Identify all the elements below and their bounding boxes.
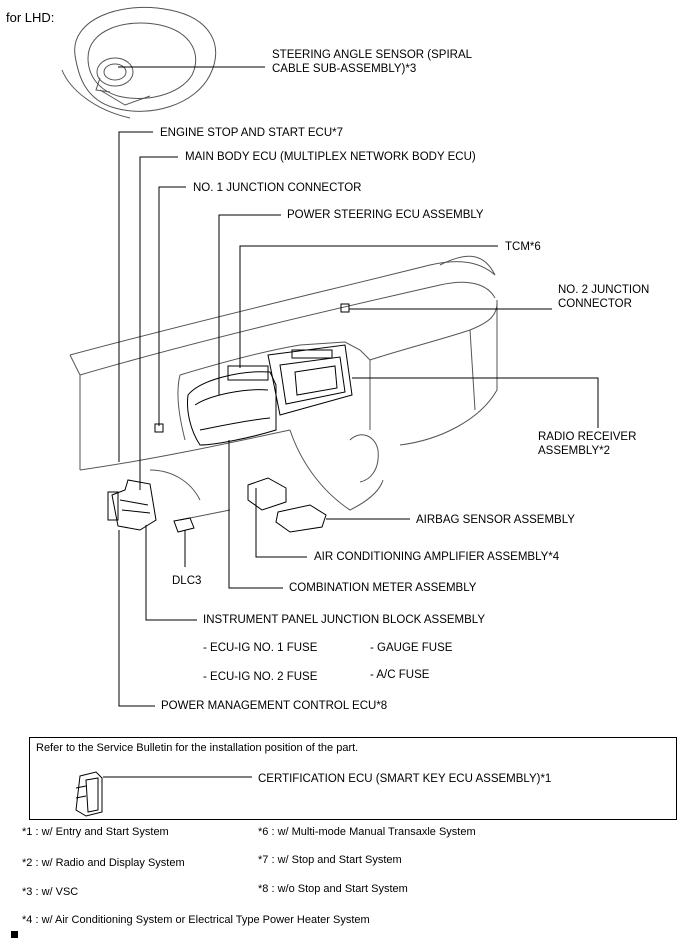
dlc3-drawing (173, 517, 195, 533)
footnote-2: *2 : w/ Radio and Display System (22, 857, 185, 869)
steering-wheel-drawing (61, 6, 217, 119)
label-tcm: TCM*6 (505, 241, 541, 253)
leader-lines (103, 66, 599, 778)
ac-amplifier-drawing (247, 477, 287, 511)
junction-connector-2-drawing (340, 303, 350, 313)
label-fuse-ac: - A/C FUSE (370, 669, 430, 681)
junction-block-drawing (107, 479, 157, 531)
label-fuse-gauge: - GAUGE FUSE (370, 642, 453, 654)
certification-ecu-drawing (75, 771, 103, 817)
label-junction-connector-1: NO. 1 JUNCTION CONNECTOR (193, 182, 362, 194)
label-dlc3: DLC3 (172, 575, 202, 587)
document-icon (11, 931, 18, 938)
label-ac-amplifier: AIR CONDITIONING AMPLIFIER ASSEMBLY*4 (314, 551, 560, 563)
label-certification-ecu: CERTIFICATION ECU (SMART KEY ECU ASSEMBL… (258, 773, 552, 785)
label-steering-angle-sensor-line1: STEERING ANGLE SENSOR (SPIRAL (272, 49, 473, 61)
footnote-6: *6 : w/ Multi-mode Manual Transaxle Syst… (258, 826, 476, 838)
label-steering-angle-sensor-line2: CABLE SUB-ASSEMBLY)*3 (272, 63, 417, 75)
page-title: for LHD: (6, 10, 55, 25)
footnote-8: *8 : w/o Stop and Start System (258, 883, 408, 895)
label-combination-meter: COMBINATION METER ASSEMBLY (289, 582, 477, 594)
radio-receiver-drawing (267, 344, 353, 416)
footnote-1: *1 : w/ Entry and Start System (22, 826, 169, 838)
label-ip-junction-block: INSTRUMENT PANEL JUNCTION BLOCK ASSEMBLY (203, 614, 486, 626)
label-airbag-sensor: AIRBAG SENSOR ASSEMBLY (416, 514, 575, 526)
label-power-management-ecu: POWER MANAGEMENT CONTROL ECU*8 (161, 700, 388, 712)
airbag-sensor-drawing (275, 504, 327, 533)
reference-note: Refer to the Service Bulletin for the in… (36, 742, 359, 754)
label-fuse-ecu-ig-1: - ECU-IG NO. 1 FUSE (203, 642, 318, 654)
label-radio-receiver-line2: ASSEMBLY*2 (538, 445, 611, 457)
label-fuse-ecu-ig-2: - ECU-IG NO. 2 FUSE (203, 671, 318, 683)
reference-box: Refer to the Service Bulletin for the in… (29, 737, 677, 820)
footnote-4: *4 : w/ Air Conditioning System or Elect… (22, 914, 370, 926)
label-junction-connector-2-line2: CONNECTOR (558, 298, 632, 310)
label-junction-connector-2-line1: NO. 2 JUNCTION (558, 284, 650, 296)
footnote-7: *7 : w/ Stop and Start System (258, 854, 402, 866)
combination-meter-drawing (187, 365, 277, 446)
label-power-steering-ecu: POWER STEERING ECU ASSEMBLY (287, 209, 484, 221)
footnote-3: *3 : w/ VSC (22, 886, 79, 898)
dashboard-outline (69, 255, 498, 521)
label-radio-receiver-line1: RADIO RECEIVER (538, 431, 637, 443)
label-main-body-ecu: MAIN BODY ECU (MULTIPLEX NETWORK BODY EC… (185, 151, 476, 163)
label-engine-stop-start-ecu: ENGINE STOP AND START ECU*7 (160, 127, 343, 139)
